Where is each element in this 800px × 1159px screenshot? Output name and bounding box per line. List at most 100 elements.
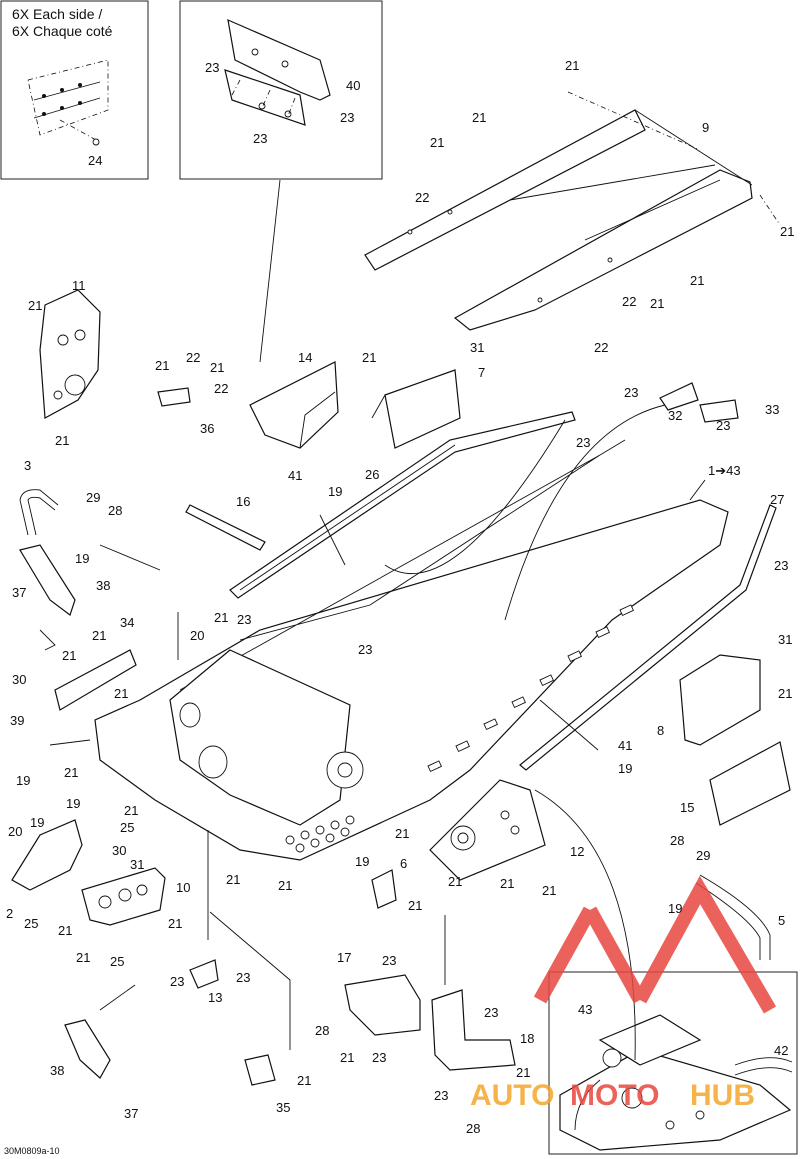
part-number-label: 23 [434, 1088, 448, 1103]
part-number-label: 19 [16, 773, 30, 788]
part-number-label: 5 [778, 913, 785, 928]
part-number-label: 28 [108, 503, 122, 518]
part-number-label: 21 [58, 923, 72, 938]
part-6-clip [371, 869, 397, 909]
part-32-clip [659, 382, 699, 411]
part-number-label: 21 [55, 433, 69, 448]
part-number-label: 21 [430, 135, 444, 150]
part-number-label: 30 [12, 672, 26, 687]
part-number-label: 10 [176, 880, 190, 895]
part-number-label: 21 [565, 58, 579, 73]
part-number-label: 32 [668, 408, 682, 423]
part-number-label: 8 [657, 723, 664, 738]
part-number-label: 19 [75, 551, 89, 566]
part-number-label: 19 [66, 796, 80, 811]
part-number-label: 25 [24, 916, 38, 931]
part-number-label: 23 [774, 558, 788, 573]
part-number-label: 21 [28, 298, 42, 313]
part-35-clip [244, 1054, 276, 1086]
part-number-label: 21 [168, 916, 182, 931]
part-number-label: 9 [702, 120, 709, 135]
part-number-label: 21 [516, 1065, 530, 1080]
part-number-label: 19 [355, 854, 369, 869]
part-number-label: 41 [618, 738, 632, 753]
part-number-label: 16 [236, 494, 250, 509]
part-number-label: 21 [124, 803, 138, 818]
part-34-plate [54, 649, 137, 711]
inset-note-line-1: 6X Each side / [12, 6, 102, 22]
part-number-label: 29 [696, 848, 710, 863]
part-number-label: 21 [214, 610, 228, 625]
part-number-label: 34 [120, 615, 134, 630]
part-number-label: 21 [92, 628, 106, 643]
part-number-label: 21 [780, 224, 794, 239]
part-number-label: 23 [253, 131, 267, 146]
part-number-label: 28 [466, 1121, 480, 1136]
part-number-label: 22 [186, 350, 200, 365]
part-number-label: 21 [395, 826, 409, 841]
part-number-label: 21 [542, 883, 556, 898]
part-number-label: 23 [358, 642, 372, 657]
part-number-label: 17 [337, 950, 351, 965]
part-number-label: 20 [190, 628, 204, 643]
part-number-label: 39 [10, 713, 24, 728]
part-number-label: 21 [64, 765, 78, 780]
part-number-label: 21 [76, 950, 90, 965]
part-36-clip [157, 387, 191, 407]
part-26-slide-rail [229, 411, 576, 599]
part-number-label: 3 [24, 458, 31, 473]
part-13-clip [189, 959, 219, 989]
part-11-side-panel [39, 289, 101, 419]
part-number-label: 38 [50, 1063, 64, 1078]
part-17-bracket [344, 974, 421, 1036]
part-number-label: 25 [120, 820, 134, 835]
part-number-label: 37 [12, 585, 26, 600]
part-number-label: 1➔43 [708, 463, 741, 478]
part-37-bracket-lower [64, 1019, 111, 1079]
inset-note-line-2: 6X Chaque coté [12, 23, 113, 39]
part-number-label: 23 [716, 418, 730, 433]
part-number-label: 15 [680, 800, 694, 815]
part-number-label: 23 [382, 953, 396, 968]
part-3-tube [19, 489, 59, 536]
part-37-bracket-upper [19, 544, 76, 616]
part-number-label: 11 [72, 278, 86, 293]
part-number-label: 28 [670, 833, 684, 848]
part-number-label: 38 [96, 578, 110, 593]
part-number-label: 13 [208, 990, 222, 1005]
svg-text:HUB: HUB [690, 1079, 755, 1112]
part-15-bracket [709, 741, 791, 826]
part-number-label: 23 [624, 385, 638, 400]
automotohub-logo: AUTO MOTO HUB [470, 875, 777, 1112]
part-number-label: 24 [88, 153, 102, 168]
diagram-code: 30M0809a-10 [4, 1146, 60, 1156]
part-number-label: 21 [278, 878, 292, 893]
part-number-label: 21 [472, 110, 486, 125]
part-number-label: 23 [236, 970, 250, 985]
part-7-plate [371, 369, 461, 449]
svg-text:MOTO: MOTO [570, 1079, 659, 1112]
part-number-label: 23 [205, 60, 219, 75]
part-number-label: 22 [622, 294, 636, 309]
part-number-label: 20 [8, 824, 22, 839]
part-number-label: 27 [770, 492, 784, 507]
part-number-label: 19 [328, 484, 342, 499]
part-number-label: 22 [415, 190, 429, 205]
part-number-label: 21 [62, 648, 76, 663]
part-number-label: 23 [340, 110, 354, 125]
part-number-label: 23 [576, 435, 590, 450]
part-number-label: 19 [668, 901, 682, 916]
part-number-label: 37 [124, 1106, 138, 1121]
part-number-label: 21 [362, 350, 376, 365]
part-number-label: 21 [210, 360, 224, 375]
part-number-label: 31 [130, 857, 144, 872]
part-number-label: 23 [170, 974, 184, 989]
inset-box-fasteners: 6X Each side / 6X Chaque coté [0, 0, 149, 180]
part-number-label: 14 [298, 350, 312, 365]
inset-box-bracket-40 [179, 0, 383, 180]
part-number-label: 21 [340, 1050, 354, 1065]
part-12-side-panel [429, 779, 546, 881]
part-number-label: 21 [114, 686, 128, 701]
